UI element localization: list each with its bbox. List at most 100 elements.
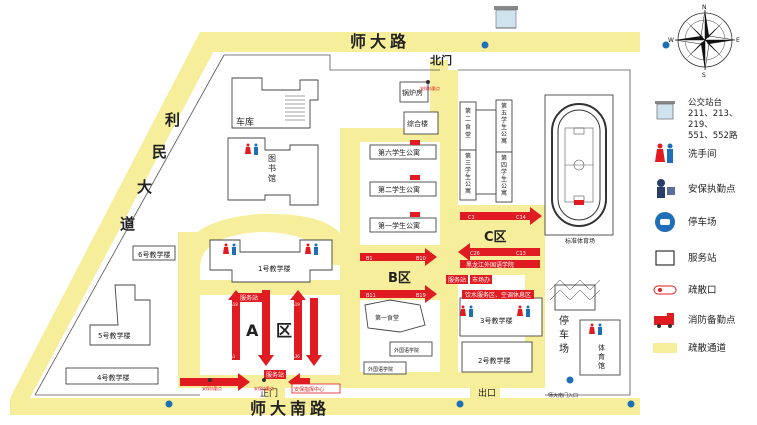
road-west-3: 大 [137, 178, 152, 196]
svg-text:公: 公 [501, 183, 507, 190]
svg-text:学: 学 [501, 116, 507, 124]
fire-icons [410, 140, 584, 217]
garage-building [231, 77, 319, 129]
compass-n: N [702, 4, 707, 11]
service-box-b [264, 370, 286, 379]
dorm6-building [369, 144, 437, 160]
compass-s: S [702, 72, 706, 79]
svg-text:学: 学 [465, 166, 471, 174]
security-icon [426, 80, 430, 84]
crowd-hatch [549, 279, 601, 301]
parking-icon [655, 212, 675, 232]
parking-label: 停 车 场 [559, 314, 569, 355]
library-label-2: 书 [268, 163, 276, 173]
complex-label: 综合楼 [407, 119, 428, 128]
south-gate-sign-label: 师大南门入口 [548, 392, 578, 399]
bus-stop-icon [494, 6, 518, 29]
arrow-label-a1: A1 [230, 354, 236, 359]
dorm6-label: 第六学生公寓 [378, 148, 420, 157]
svg-text:生: 生 [501, 175, 507, 183]
svg-text:寓: 寓 [501, 189, 507, 197]
gym-label: 体 育 馆 [598, 343, 605, 370]
teach6-building [132, 245, 176, 261]
arrow-label-b1: B1 [366, 256, 373, 262]
toilet-icon [460, 305, 473, 317]
small-building-1 [389, 341, 433, 357]
north-gate-label: 北门 [430, 53, 452, 67]
fire-truck-icon [410, 175, 420, 180]
svg-text:第: 第 [465, 107, 471, 115]
teach4-building [65, 367, 159, 385]
security-icon [208, 378, 212, 382]
library-label-1: 图 [268, 154, 276, 163]
service-box-market [470, 275, 492, 284]
svg-text:车: 车 [559, 328, 569, 341]
compass-e: E [736, 37, 740, 44]
arrow-c1-c14 [460, 207, 542, 225]
evac-arrows [180, 207, 542, 391]
road-south-label: 师大南路 [250, 399, 330, 418]
small1-label: 外国语学院 [394, 347, 419, 354]
arrow-a19-a36 [290, 290, 306, 360]
road-west-4: 道 [120, 215, 135, 233]
zone-c-label: C区 [484, 230, 507, 245]
north-road [200, 32, 640, 52]
west-road [10, 32, 224, 398]
road-west-2: 民 [152, 143, 167, 161]
exit-label: 出口 [478, 387, 496, 399]
legend-channel: 疏散通道 [650, 336, 757, 360]
toilet-icon [305, 243, 318, 255]
channel-a-top [178, 280, 360, 295]
drink-label: 饮水服务区、空调休息区 [465, 291, 531, 299]
legend-bus: 公交站台 211、213、219、 551、552路 [650, 98, 757, 141]
service-boxes [238, 275, 534, 394]
service-b-label: 服务站 [266, 371, 284, 379]
dorm2-building [369, 181, 437, 197]
arrow-label-c14: C14 [516, 215, 526, 221]
stadium-label: 标准体育场 [565, 237, 595, 245]
dorm2-label: 第二学生公寓 [378, 185, 420, 194]
svg-text:食: 食 [465, 123, 471, 131]
teach1-label: 1号教学楼 [258, 264, 290, 273]
arrow-label-b19: B19 [416, 293, 426, 299]
arrow-c-banner [460, 260, 540, 268]
arrow-a-down-2 [306, 298, 322, 366]
muster-label-3: 安保执勤点 [420, 85, 440, 91]
svg-text:第: 第 [501, 102, 507, 110]
svg-text:生: 生 [501, 123, 507, 131]
muster-label-1: 安保执勤点 [202, 385, 222, 391]
toilet-icon [223, 243, 236, 255]
parking-icon [662, 41, 670, 49]
teach5-label: 5号教学楼 [98, 331, 130, 340]
svg-text:堂: 堂 [465, 131, 471, 139]
svg-text:寓: 寓 [501, 137, 507, 145]
bus-stop-icon [655, 101, 675, 120]
dorm-courtyard [475, 109, 497, 195]
toilet-icon [517, 305, 530, 317]
arrow-a-bottom-2 [288, 373, 310, 391]
arrow-label-a36: A36 [292, 354, 300, 359]
foreign-banner-label: 黑龙江外国语学院 [466, 261, 514, 269]
garage-stairs [285, 95, 305, 121]
dorm1-label: 第一学生公寓 [378, 221, 420, 230]
parking-icon [566, 376, 574, 384]
svg-text:学: 学 [501, 168, 507, 176]
legend-parking: 停车场 [650, 210, 757, 234]
svg-text:第: 第 [465, 152, 471, 160]
parking-icon [627, 400, 635, 408]
parking-icons [165, 41, 670, 408]
service-box-c [446, 275, 468, 284]
arrow-b11-b19 [360, 285, 437, 303]
arrow-b1-b10 [360, 248, 437, 266]
channel-a-loop [178, 213, 345, 268]
svg-text:寓: 寓 [465, 187, 471, 195]
boiler-building [399, 81, 429, 103]
toilet-icon [245, 143, 258, 155]
small2-label: 外国语学院 [368, 366, 393, 373]
stadium-track [551, 103, 607, 227]
muster-label-2: 安保执勤点 [254, 385, 274, 391]
security-icon [262, 378, 266, 382]
canteen2-label: 第 二 食 堂 [465, 107, 471, 139]
fire-truck-icon [410, 140, 420, 145]
zone-a-letter: A [246, 321, 259, 340]
